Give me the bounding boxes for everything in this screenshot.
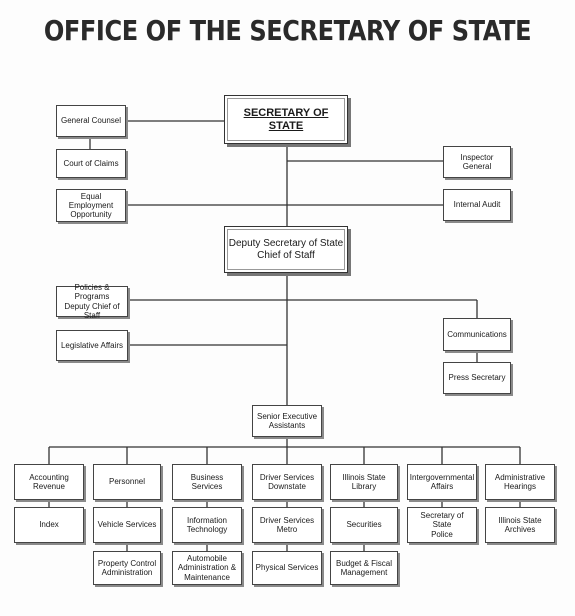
secretary-of-state-box: SECRETARY OF STATE <box>224 95 348 144</box>
policies-programs-box: Policies & Programs Deputy Chief of Staf… <box>56 283 128 320</box>
driver-services-downstate-box: Driver Services Downstate <box>252 464 322 500</box>
communications-box: Communications <box>443 318 511 351</box>
driver-services-metro-box: Driver Services Metro <box>252 507 322 543</box>
inspector-general-box: Inspector General <box>443 146 511 178</box>
physical-services-box: Physical Services <box>252 551 322 585</box>
information-technology-box: Information Technology <box>172 507 242 543</box>
budget-fiscal-box: Budget & Fiscal Management <box>330 551 398 585</box>
administrative-hearings-box: Administrative Hearings <box>485 464 555 500</box>
intergovernmental-affairs-box: Intergovernmental Affairs <box>407 464 477 500</box>
state-police-box: Secretary of State Police <box>407 507 477 543</box>
personnel-box: Personnel <box>93 464 161 500</box>
automobile-administration-box: Automobile Administration & Maintenance <box>172 551 242 585</box>
senior-executive-assistants-box: Senior Executive Assistants <box>252 405 322 437</box>
page-title: OFFICE OF THE SECRETARY OF STATE <box>43 14 532 47</box>
index-box: Index <box>14 507 84 543</box>
vehicle-services-box: Vehicle Services <box>93 507 161 543</box>
deputy-secretary-box: Deputy Secretary of State Chief of Staff <box>224 226 348 273</box>
equal-employment-box: Equal Employment Opportunity <box>56 189 126 222</box>
illinois-state-library-box: Illinois State Library <box>330 464 398 500</box>
internal-audit-box: Internal Audit <box>443 189 511 221</box>
legislative-affairs-box: Legislative Affairs <box>56 330 128 361</box>
property-control-box: Property Control Administration <box>93 551 161 585</box>
court-of-claims-box: Court of Claims <box>56 149 126 178</box>
press-secretary-box: Press Secretary <box>443 362 511 394</box>
illinois-state-archives-box: Illinois State Archives <box>485 507 555 543</box>
accounting-revenue-box: Accounting Revenue <box>14 464 84 500</box>
securities-box: Securities <box>330 507 398 543</box>
business-services-box: Business Services <box>172 464 242 500</box>
general-counsel-box: General Counsel <box>56 105 126 137</box>
